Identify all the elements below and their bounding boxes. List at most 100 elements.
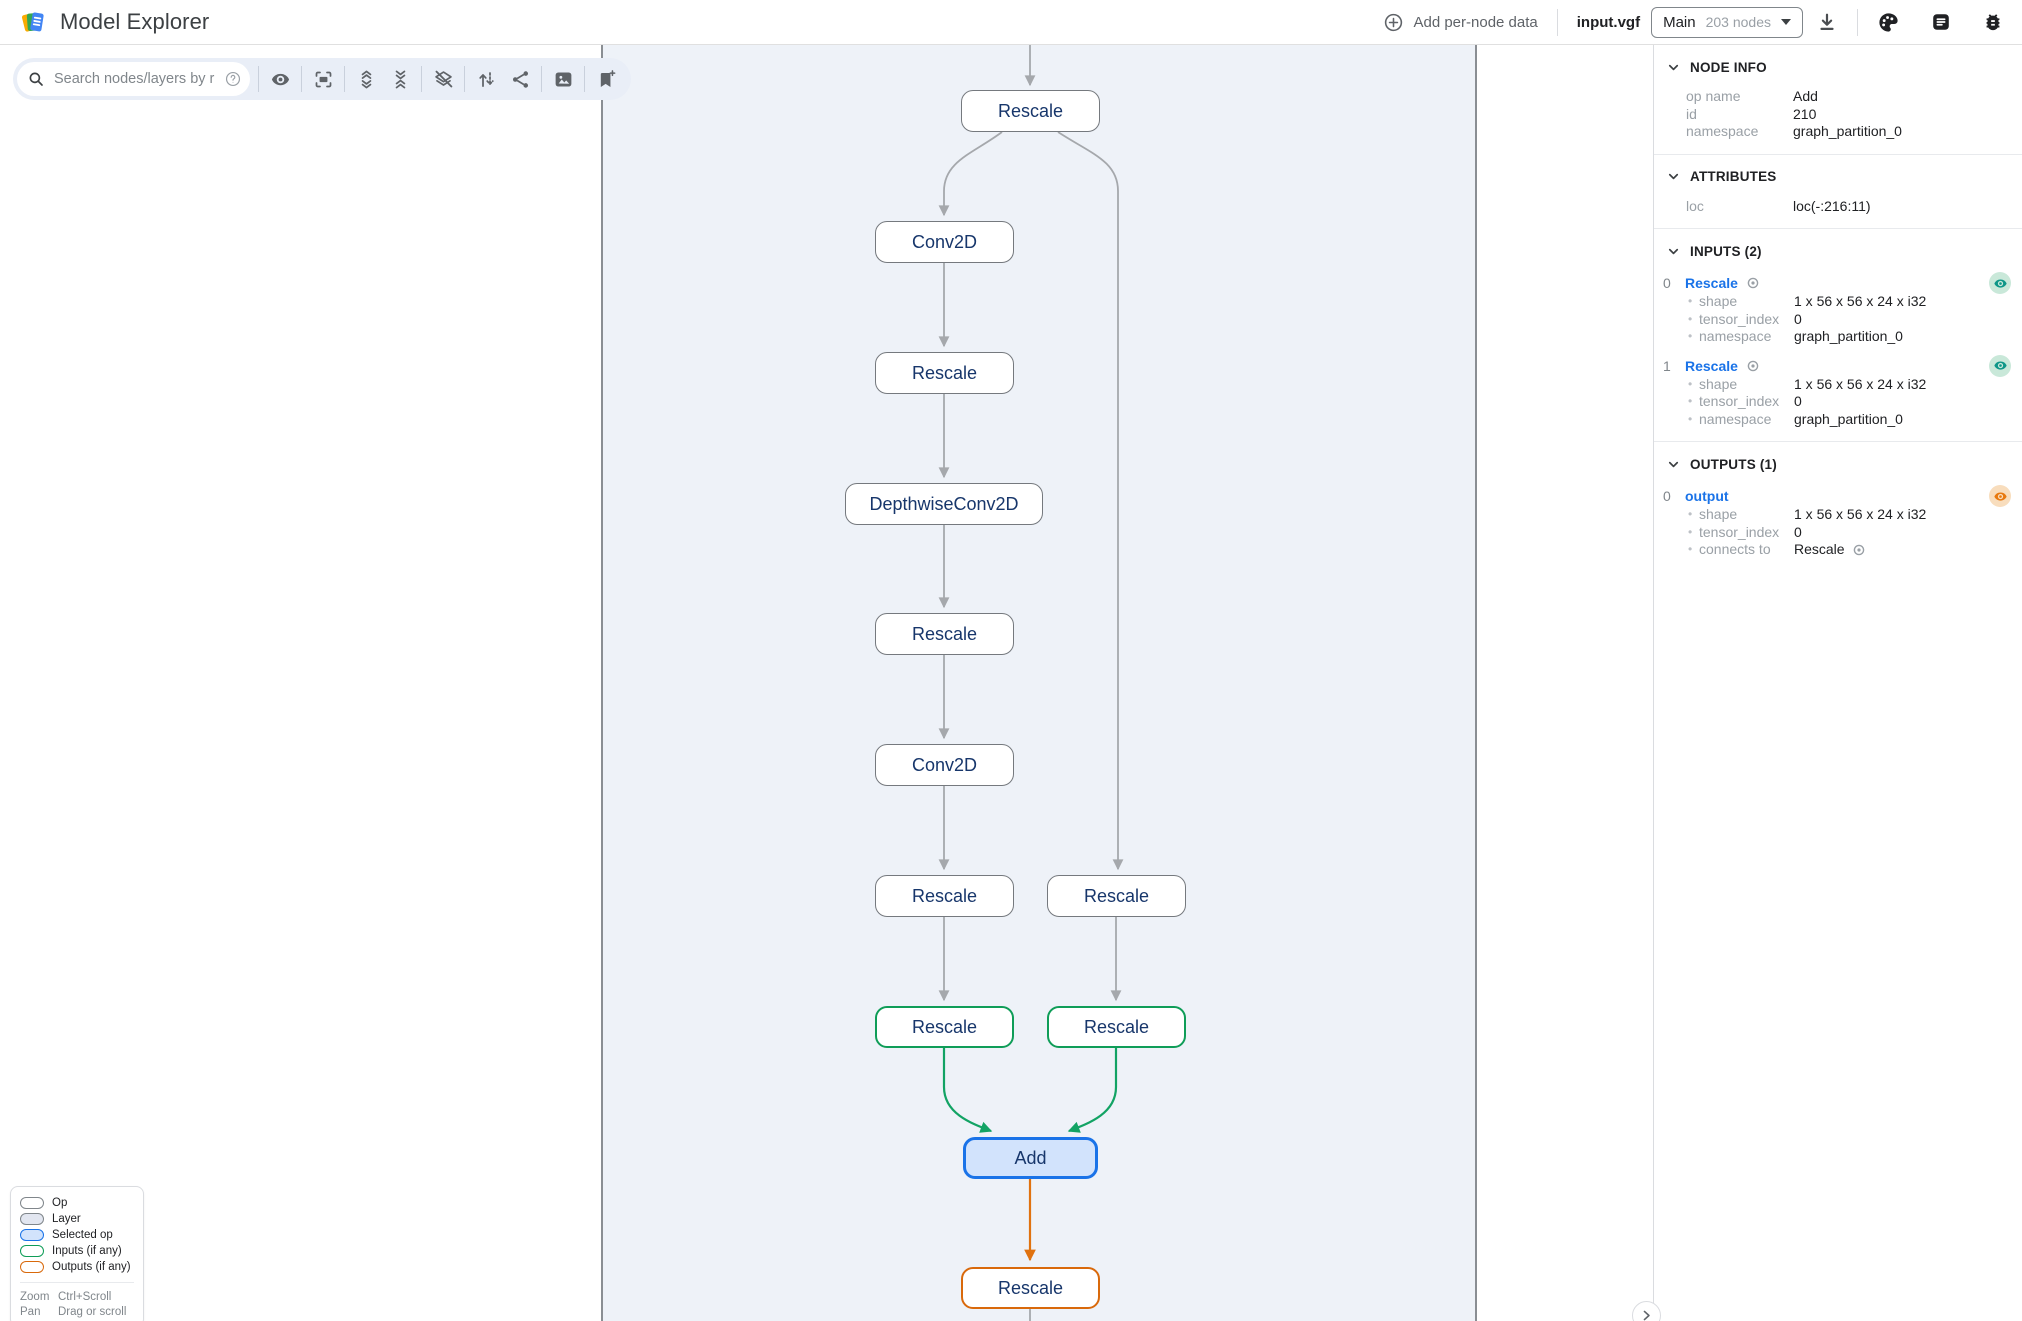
search-box[interactable] [17, 62, 250, 96]
legend-item-outputs: Outputs (if any) [20, 1259, 134, 1275]
graph-node-rescale[interactable]: Rescale [1047, 875, 1186, 917]
graph-selector-value: Main [1663, 13, 1696, 31]
collapse-all-layers-icon[interactable] [387, 66, 413, 92]
visibility-on-icon[interactable] [1989, 354, 2011, 377]
graph-node-rescale[interactable]: Rescale [875, 352, 1014, 394]
kv-value: graph_partition_0 [1794, 410, 1903, 427]
fit-to-screen-icon[interactable] [310, 66, 336, 92]
graph-node-rescale[interactable]: Rescale [961, 90, 1100, 132]
kv-value: 1 x 56 x 56 x 24 x i32 [1794, 375, 1927, 392]
input-item-0: 0 Rescale • shape 1 x 56 x 56 [1654, 272, 2022, 346]
kv-label: op name [1686, 88, 1741, 104]
graph-node-rescale-input[interactable]: Rescale [875, 1006, 1014, 1048]
help-icon[interactable] [224, 70, 242, 88]
bullet: • [1688, 376, 1693, 391]
legend-label: Inputs (if any) [52, 1245, 122, 1257]
locate-node-icon[interactable] [1746, 276, 1760, 290]
kv-row: namespace graph_partition_0 [1654, 123, 2022, 141]
bookmark-add-icon[interactable] [593, 66, 619, 92]
section-title: ATTRIBUTES [1690, 169, 1777, 184]
hint-action: Zoom [20, 1290, 50, 1303]
attributes-header[interactable]: ATTRIBUTES [1654, 165, 2022, 189]
chevron-down-icon [1666, 169, 1681, 184]
legend-item-inputs: Inputs (if any) [20, 1243, 134, 1259]
search-input[interactable] [52, 70, 217, 88]
kv-row: • shape 1 x 56 x 56 x 24 x i32 [1654, 293, 2022, 311]
kv-label: shape [1699, 506, 1738, 522]
kv-label: tensor_index [1699, 310, 1780, 327]
legend-label: Op [52, 1197, 68, 1209]
input-node-link[interactable]: Rescale [1685, 357, 1738, 374]
kv-label: tensor_index [1699, 393, 1780, 409]
section-title: NODE INFO [1690, 59, 1767, 75]
share-icon[interactable] [507, 66, 533, 92]
bullet: • [1688, 411, 1693, 426]
kv-value: 1 x 56 x 56 x 24 x i32 [1794, 293, 1927, 309]
visibility-on-icon[interactable] [1989, 485, 2011, 507]
locate-node-icon[interactable] [1746, 359, 1760, 373]
collapse-panel-button[interactable] [1632, 1301, 1661, 1321]
graph-node-rescale-input[interactable]: Rescale [1047, 1006, 1186, 1048]
kv-label: tensor_index [1699, 523, 1780, 540]
bullet: • [1688, 524, 1693, 539]
kv-label: shape [1699, 293, 1738, 309]
divider [584, 66, 585, 92]
graph-node-conv2d[interactable]: Conv2D [875, 744, 1014, 786]
main-area: Rescale Conv2D Rescale DepthwiseConv2D R… [0, 45, 2022, 1321]
download-graph-button[interactable] [1816, 11, 1838, 33]
kv-value: graph_partition_0 [1793, 123, 1902, 139]
kv-row: loc loc(-:216:11) [1654, 198, 2022, 216]
bullet: • [1688, 507, 1693, 521]
kv-value: 1 x 56 x 56 x 24 x i32 [1794, 506, 1927, 522]
inputs-header[interactable]: INPUTS (2) [1654, 239, 2022, 263]
model-file-name: input.vgf [1576, 13, 1641, 31]
chevron-down-icon [1666, 60, 1681, 75]
search-icon [27, 70, 45, 88]
pan-hint: Pan Drag or scroll [20, 1304, 134, 1319]
graph-toolbar [13, 58, 631, 100]
kv-label: shape [1699, 375, 1738, 392]
flatten-layers-off-icon[interactable] [430, 66, 456, 92]
divider [20, 1282, 134, 1283]
locate-node-icon[interactable] [1852, 543, 1866, 557]
kv-row: • tensor_index 0 [1654, 311, 2022, 329]
graph-node-rescale-output[interactable]: Rescale [961, 1267, 1100, 1309]
kv-value: 210 [1793, 105, 1817, 122]
panel-divider[interactable] [1653, 45, 1654, 1321]
graph-node-depthwiseconv2d[interactable]: DepthwiseConv2D [845, 483, 1043, 525]
kv-row: • tensor_index 0 [1654, 393, 2022, 411]
theme-palette-button[interactable] [1877, 11, 1900, 34]
outputs-pill-swatch [20, 1261, 44, 1273]
add-per-node-data-button[interactable]: Add per-node data [1383, 12, 1538, 33]
output-tensor-link[interactable]: output [1685, 488, 1729, 504]
visibility-on-icon[interactable] [1989, 272, 2011, 294]
bullet: • [1688, 311, 1693, 326]
circle-plus-icon [1383, 12, 1404, 33]
brand: Model Explorer [20, 9, 209, 36]
graph-layer-rect[interactable] [601, 45, 1477, 1321]
legend-item-op: Op [20, 1195, 134, 1211]
graph-node-rescale[interactable]: Rescale [875, 613, 1014, 655]
kv-value: 0 [1794, 523, 1802, 540]
graph-node-add-selected[interactable]: Add [963, 1137, 1098, 1179]
expand-all-layers-icon[interactable] [353, 66, 379, 92]
app-title: Model Explorer [60, 9, 210, 34]
graph-selector-dropdown[interactable]: Main 203 nodes [1651, 6, 1803, 38]
divider [301, 66, 302, 92]
snapshot-icon[interactable] [550, 66, 576, 92]
graph-canvas[interactable]: Rescale Conv2D Rescale DepthwiseConv2D R… [601, 45, 1477, 1321]
report-bug-button[interactable] [1982, 11, 2004, 33]
show-logs-button[interactable] [1930, 11, 1952, 33]
kv-row: • tensor_index 0 [1654, 524, 2022, 542]
hint-gesture: Drag or scroll [58, 1305, 127, 1318]
inputs-section: INPUTS (2) 0 Rescale [1654, 229, 2022, 442]
outputs-header[interactable]: OUTPUTS (1) [1654, 452, 2022, 476]
graph-node-rescale[interactable]: Rescale [875, 875, 1014, 917]
graph-node-conv2d[interactable]: Conv2D [875, 221, 1014, 263]
trace-inputs-outputs-icon[interactable] [473, 66, 499, 92]
input-node-link[interactable]: Rescale [1685, 275, 1738, 291]
connects-to-node-link[interactable]: Rescale [1794, 541, 1845, 557]
visibility-icon[interactable] [267, 66, 293, 92]
node-info-header[interactable]: NODE INFO [1654, 55, 2022, 79]
divider [258, 66, 259, 92]
